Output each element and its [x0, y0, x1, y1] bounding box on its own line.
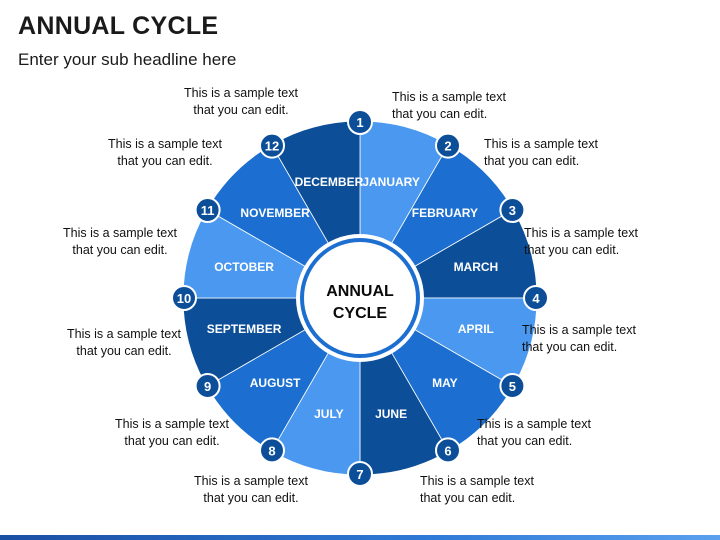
svg-text:2: 2: [444, 139, 451, 154]
number-badge-3: 3: [499, 197, 526, 223]
number-badge-12: 12: [259, 132, 285, 159]
svg-text:12: 12: [265, 139, 279, 154]
svg-text:1: 1: [356, 115, 363, 130]
number-badge-5: 5: [499, 373, 526, 399]
page-subtitle: Enter your sub headline here: [18, 50, 237, 69]
svg-text:9: 9: [204, 379, 211, 394]
page-title: ANNUAL CYCLE: [18, 12, 219, 40]
month-label-august: AUGUST: [250, 376, 301, 390]
number-badge-8: 8: [259, 437, 285, 464]
month-label-march: MARCH: [454, 260, 499, 274]
month-label-december: DECEMBER: [295, 175, 364, 189]
month-label-november: NOVEMBER: [240, 206, 310, 220]
month-label-june: JUNE: [375, 407, 407, 421]
number-badge-2: 2: [435, 132, 461, 159]
svg-text:3: 3: [509, 203, 516, 218]
center-label-line-2: CYCLE: [333, 305, 388, 322]
svg-text:5: 5: [509, 379, 516, 394]
svg-text:7: 7: [356, 467, 363, 482]
month-label-may: MAY: [432, 376, 458, 390]
number-badge-10: 10: [171, 285, 197, 311]
month-label-october: OCTOBER: [214, 260, 274, 274]
month-label-april: APRIL: [458, 322, 494, 336]
month-label-february: FEBRUARY: [412, 206, 478, 220]
number-badge-7: 7: [347, 461, 373, 487]
number-badge-11: 11: [194, 197, 221, 223]
bottom-accent-bar: [0, 535, 720, 540]
month-label-september: SEPTEMBER: [207, 322, 282, 336]
svg-text:11: 11: [201, 203, 215, 218]
month-label-january: JANUARY: [362, 175, 420, 189]
center-circle: [300, 238, 420, 358]
center-label-line-1: ANNUAL: [326, 283, 394, 300]
number-badge-9: 9: [194, 373, 221, 399]
month-label-july: JULY: [314, 407, 344, 421]
svg-text:10: 10: [177, 291, 191, 306]
number-badge-1: 1: [347, 109, 373, 135]
svg-text:8: 8: [268, 443, 275, 458]
svg-text:6: 6: [444, 443, 451, 458]
svg-text:4: 4: [532, 291, 540, 306]
number-badge-4: 4: [523, 285, 549, 311]
number-badge-6: 6: [435, 437, 461, 464]
